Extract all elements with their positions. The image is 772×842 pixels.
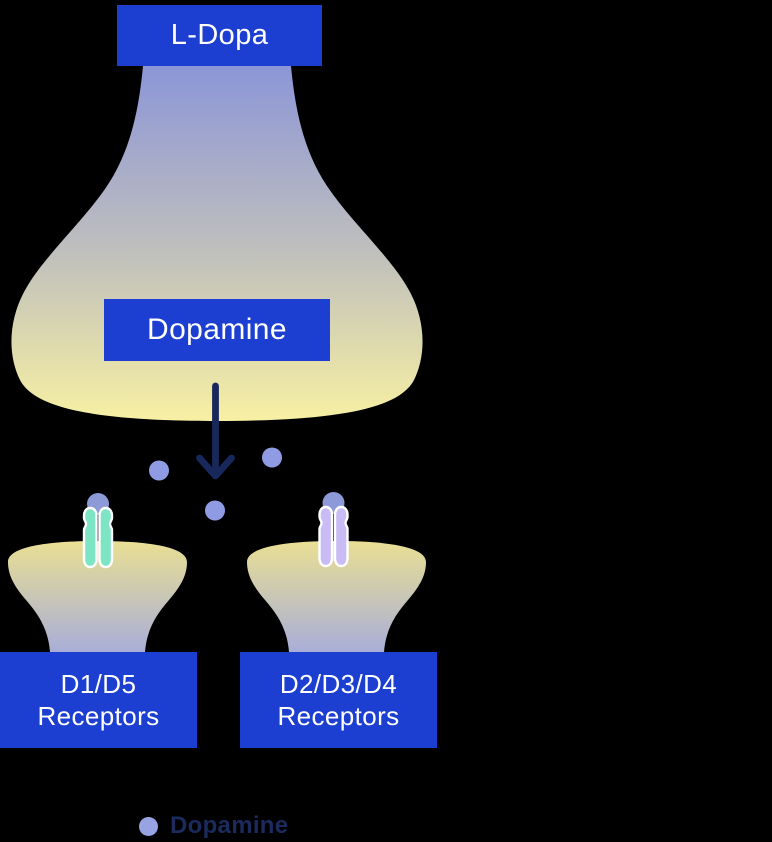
d1-d5-label-line2: Receptors [37,701,160,731]
dopamine-dot [149,460,169,481]
l-dopa-label-text: L-Dopa [170,19,269,51]
dopamine-dot [205,500,225,521]
presynaptic-terminal-shape [11,66,423,421]
legend: Dopamine [139,812,288,840]
dopamine-label: Dopamine [104,299,330,361]
d1-d5-receptors-label: D1/D5 Receptors [0,652,197,748]
d1-d5-label-line1: D1/D5 [60,669,137,699]
dopamine-legend-dot-icon [139,816,158,836]
l-dopa-label: L-Dopa [117,5,322,66]
d2-d3-d4-label-line2: Receptors [277,701,400,731]
d2-d3-d4-label-line1: D2/D3/D4 [279,669,398,699]
dopamine-dot [262,447,282,468]
legend-dopamine-label: Dopamine [170,812,289,839]
d2-d3-d4-receptors-label: D2/D3/D4 Receptors [240,652,437,748]
down-arrow-icon [196,382,235,480]
dopamine-label-text: Dopamine [147,313,287,346]
